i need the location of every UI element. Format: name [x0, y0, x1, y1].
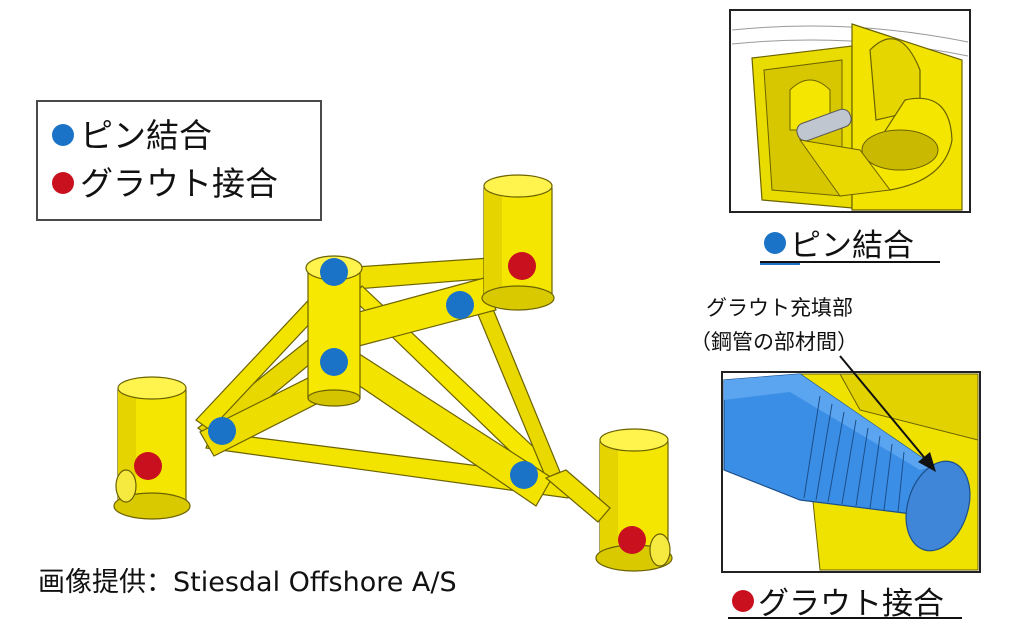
pin-joint-detail-image: [729, 9, 971, 213]
pin-joint-marker: [208, 417, 236, 445]
grout-pipe-end: [905, 460, 971, 552]
red-dot-icon: [732, 590, 754, 612]
blue-dot-icon: [52, 124, 74, 146]
legend-item-pin: ピン結合: [52, 116, 212, 156]
pin-joint-marker: [320, 348, 348, 376]
pin-cylinder: [796, 108, 852, 142]
blue-dot-icon: [764, 232, 786, 254]
column-back-right-top: [483, 174, 553, 198]
grout-joint-marker: [134, 452, 162, 480]
joint-markers: [134, 252, 646, 554]
pin-detail-label: ピン結合: [764, 220, 914, 265]
grout-detail-text: グラウト接合: [758, 586, 944, 622]
pin-joint-marker: [320, 258, 348, 286]
central-column: [307, 267, 361, 399]
legend-grout-label: グラウト接合: [80, 164, 278, 203]
pin-detail-text: ピン結合: [790, 228, 914, 264]
column-left-top: [117, 376, 187, 400]
legend: ピン結合 グラウト接合: [36, 100, 322, 221]
grout-detail-label: グラウト接合: [732, 578, 944, 623]
image-credit: 画像提供：Stiesdal Offshore A/S: [38, 567, 457, 598]
grout-annotation-line2: （鋼管の部材間）: [690, 330, 858, 354]
floating-foundation-structure: [113, 174, 673, 572]
red-dot-icon: [52, 172, 74, 194]
grout-joint-detail-image: [721, 371, 981, 573]
legend-item-grout: グラウト接合: [52, 164, 278, 204]
pin-joint-marker: [510, 461, 538, 489]
pin-joint-marker: [446, 291, 474, 319]
column-right-top: [599, 428, 669, 452]
grout-joint-marker: [618, 526, 646, 554]
annotation-arrow: [839, 355, 929, 463]
legend-pin-label: ピン結合: [80, 116, 212, 155]
grout-joint-marker: [508, 252, 536, 280]
grout-annotation-line1: グラウト充填部: [706, 296, 853, 320]
